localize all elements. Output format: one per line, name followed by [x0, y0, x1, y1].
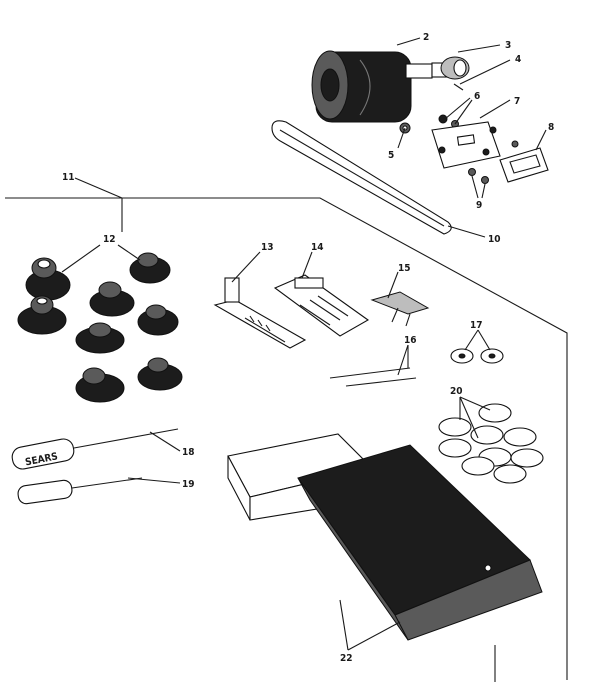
label-10: 10	[488, 234, 501, 245]
label-11: 11	[62, 172, 75, 183]
motor-pulley	[431, 56, 470, 80]
label-3: 3	[505, 40, 511, 51]
label-5: 5	[388, 150, 394, 161]
bobbins	[438, 403, 544, 484]
label-15: 15	[398, 263, 411, 274]
cam-set	[17, 252, 183, 403]
screw-6a	[438, 114, 448, 124]
screw-9a	[468, 168, 476, 176]
label-9: 9	[476, 200, 482, 211]
buttonhole-foot	[273, 274, 370, 337]
screw-9b	[481, 176, 489, 184]
label-20: 20	[450, 386, 463, 397]
label-12: 12	[103, 234, 116, 245]
label-4: 4	[515, 54, 521, 65]
label-7: 7	[514, 96, 520, 107]
set-screw	[453, 83, 464, 91]
label-16: 16	[404, 335, 417, 346]
washers	[450, 348, 504, 364]
cover-plate	[499, 147, 549, 183]
motor-bracket	[431, 121, 501, 169]
label-13: 13	[261, 242, 274, 253]
label-2: 2	[423, 32, 429, 43]
screwdriver-large: SEARS	[11, 428, 179, 470]
leader-lines	[61, 37, 547, 682]
screwdriver-small	[17, 477, 143, 505]
drive-belt	[271, 120, 452, 235]
box-lid	[297, 444, 543, 641]
label-19: 19	[182, 479, 195, 490]
part-labels: 2 3 4 6 7 8 5 9 10 11 12 13 14 15 17 16 …	[62, 32, 554, 664]
label-8: 8	[548, 122, 554, 133]
label-6: 6	[474, 91, 480, 102]
motor	[311, 50, 433, 123]
needles	[329, 367, 417, 387]
label-18: 18	[182, 447, 195, 458]
kit-boundary	[5, 197, 568, 680]
label-22: 22	[340, 653, 353, 664]
presser-foot	[213, 277, 307, 349]
label-14: 14	[311, 242, 324, 253]
hemmer-foot	[370, 291, 430, 327]
label-17: 17	[470, 320, 483, 331]
